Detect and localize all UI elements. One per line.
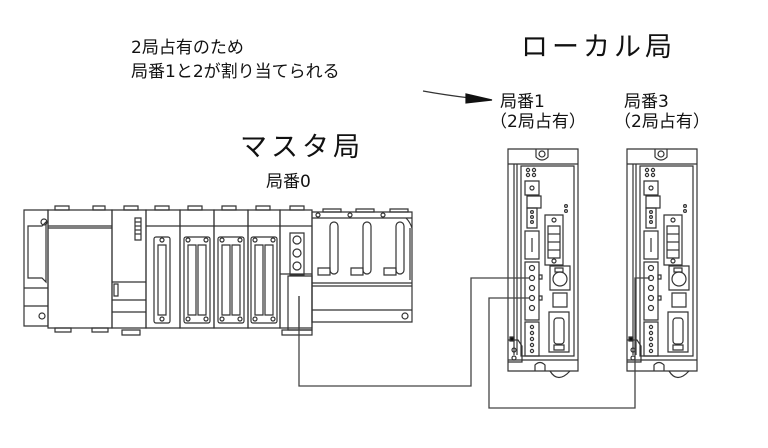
local-station-1-occupancy: （2局占有） — [490, 112, 586, 132]
io-module-3 — [214, 210, 248, 328]
annotation-arrow — [423, 91, 492, 103]
local-station-3-unit — [627, 149, 697, 378]
local-station-1-unit — [508, 149, 578, 378]
master-station-label: 局番0 — [266, 172, 311, 192]
power-supply-module — [48, 210, 112, 332]
io-module-2 — [180, 210, 214, 328]
io-module-4 — [248, 210, 280, 328]
rack-top-tabs — [55, 206, 408, 212]
cable-station-1-to-station-3 — [489, 278, 650, 408]
io-module-1 — [146, 210, 180, 328]
local-station-1-label: 局番1 — [500, 92, 545, 112]
master-plc-rack — [24, 206, 412, 335]
annotation-line-2: 局番1と2が割り当てられる — [131, 62, 340, 82]
cpu-module — [112, 210, 146, 335]
local-station-title: ローカル局 — [521, 32, 676, 63]
local-station-3-occupancy: （2局占有） — [614, 112, 710, 132]
empty-base-slots — [312, 212, 412, 322]
cc-link-master-module — [280, 210, 312, 335]
base-end-bracket — [24, 210, 48, 326]
cable-master-to-station-1 — [299, 278, 530, 386]
cc-link-cable — [299, 278, 650, 408]
master-station-title: マスタ局 — [240, 132, 364, 163]
annotation-line-1: 2局占有のため — [131, 38, 244, 58]
local-station-3-label: 局番3 — [624, 92, 669, 112]
